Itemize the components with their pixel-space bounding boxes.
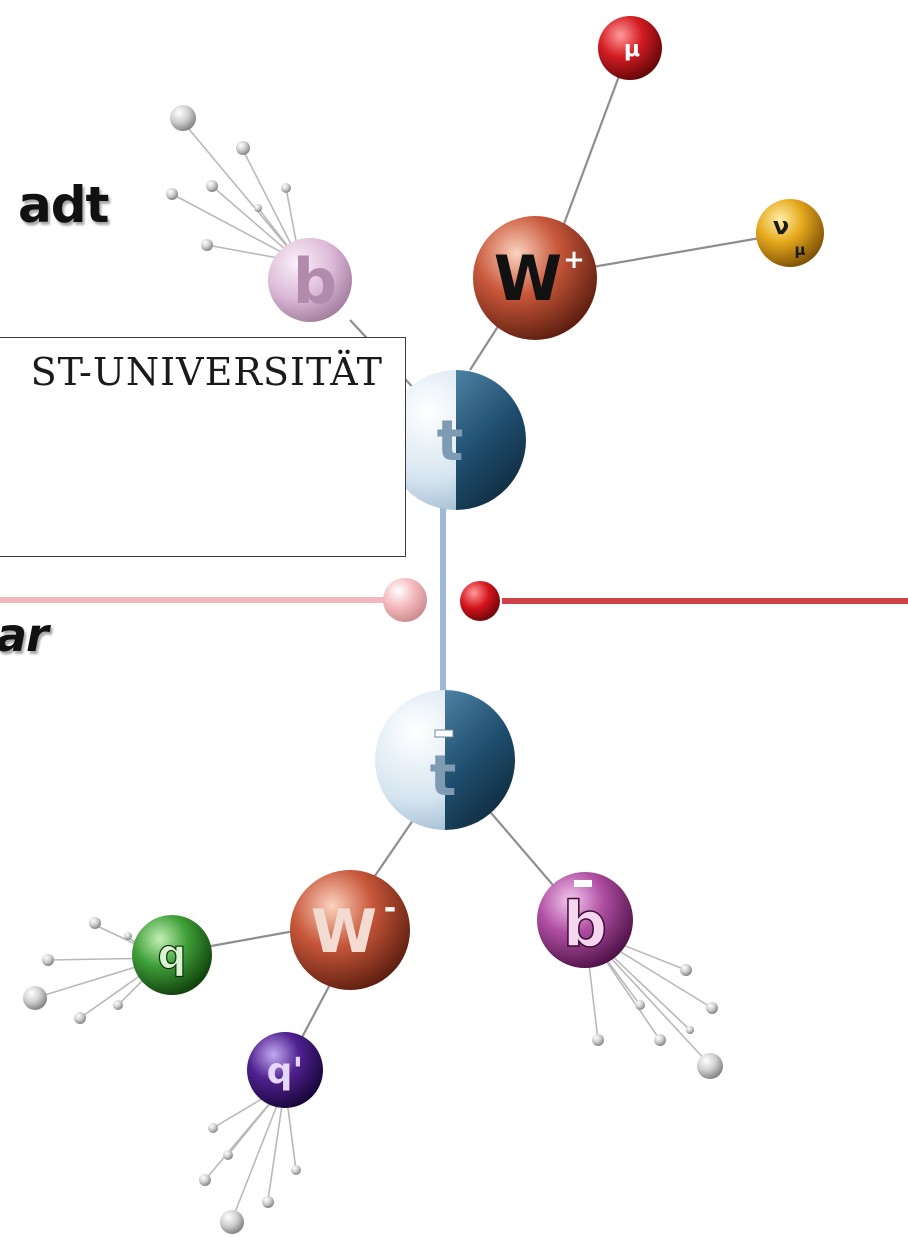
anti-top-quark-label: t bbox=[430, 744, 457, 809]
b-bar-label: b bbox=[563, 888, 607, 961]
w-plus-label: W bbox=[494, 242, 562, 315]
neutrino-sub-label: μ bbox=[794, 241, 805, 259]
university-box: ST-UNIVERSITÄT bbox=[0, 337, 406, 557]
w-minus-sup-label: - bbox=[384, 891, 396, 926]
link-wplus-mu bbox=[558, 60, 625, 240]
neutrino-label: ν bbox=[773, 212, 789, 240]
muon-label: μ bbox=[624, 37, 640, 62]
top-quark-particle: t bbox=[386, 370, 526, 510]
q-prime-quark-particle: q' bbox=[247, 1032, 323, 1108]
b-bar-quark-particle: b bbox=[537, 872, 633, 968]
q-label: q bbox=[158, 932, 187, 978]
anti-top-bar-icon bbox=[435, 730, 453, 737]
jet-bbar-particles bbox=[592, 964, 723, 1079]
w-plus-boson-particle: W + bbox=[473, 216, 597, 340]
beam-particle-pink bbox=[383, 578, 427, 622]
heading-top-partial: adt bbox=[18, 176, 108, 234]
b-quark-label: b bbox=[293, 245, 337, 318]
link-wminus-q bbox=[200, 930, 300, 948]
b-bar-bar-icon bbox=[574, 880, 592, 887]
w-minus-label: W bbox=[311, 897, 377, 967]
b-quark-particle: b bbox=[268, 238, 352, 322]
top-quark-label: t bbox=[437, 409, 464, 474]
muon-particle: μ bbox=[598, 16, 662, 80]
w-minus-boson-particle: W - bbox=[290, 870, 410, 990]
q-quark-particle: q bbox=[132, 915, 212, 995]
neutrino-particle: ν μ bbox=[756, 199, 824, 267]
university-text: ST-UNIVERSITÄT bbox=[31, 350, 383, 394]
link-wplus-nu bbox=[575, 238, 760, 270]
heading-bottom-partial: ar bbox=[0, 608, 48, 662]
beam-particle-red bbox=[460, 581, 500, 621]
anti-top-quark-particle: t bbox=[375, 690, 515, 830]
w-plus-sup-label: + bbox=[563, 245, 585, 275]
jet-b bbox=[172, 122, 300, 262]
jet-q-particles bbox=[23, 917, 132, 1024]
jet-qprime-particles bbox=[199, 1123, 301, 1234]
q-prime-label: q' bbox=[267, 1051, 304, 1092]
